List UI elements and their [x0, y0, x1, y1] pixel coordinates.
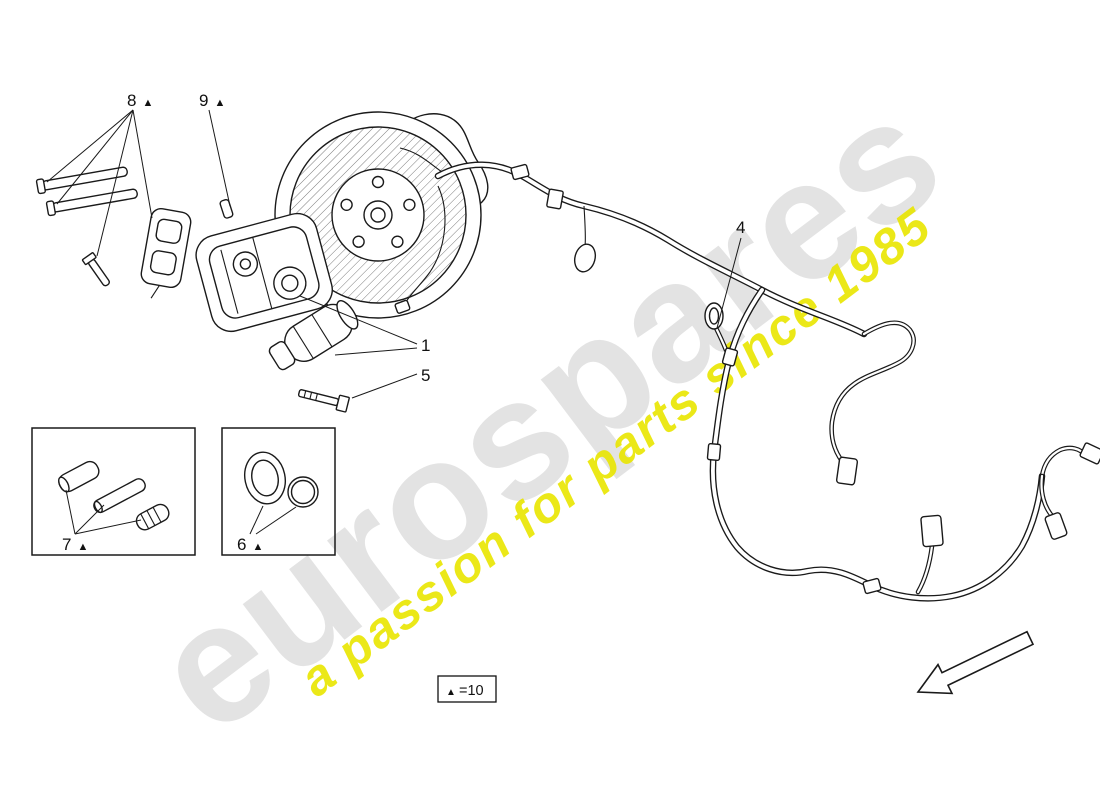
- sensor-wires-drawing: [394, 147, 446, 314]
- harness-clip: [706, 442, 722, 462]
- harness-connector: [835, 456, 859, 486]
- small-bolt-drawing: [81, 252, 110, 287]
- harness-clip: [721, 347, 739, 367]
- caliper-mount-pin: [219, 198, 234, 219]
- leader-lines: [46, 109, 742, 535]
- wiring-harness-drawing: [438, 164, 1100, 598]
- bracket-drawing: [140, 207, 192, 299]
- sensor-connector: [394, 299, 411, 314]
- callout-6[interactable]: 6▲: [237, 535, 263, 554]
- direction-arrow: [916, 630, 1035, 695]
- watermark-brand: eurospares: [120, 60, 974, 769]
- harness-connector: [573, 243, 597, 273]
- callout-7[interactable]: 7▲: [62, 535, 88, 554]
- bushing-drawing: [58, 460, 100, 493]
- callout-5[interactable]: 5: [421, 366, 430, 385]
- harness-connector: [546, 188, 564, 210]
- callout-1[interactable]: 1: [421, 336, 430, 355]
- harness-connector: [1044, 512, 1068, 540]
- legend-box: ▲ =10: [437, 675, 497, 703]
- harness-connector: [510, 163, 530, 181]
- detail-box-6: [221, 427, 336, 556]
- detail-box-7: [31, 427, 196, 556]
- harness-clip: [862, 577, 882, 595]
- legend-triangle-symbol: ▲: [446, 687, 456, 698]
- callout-8[interactable]: 8▲: [127, 91, 153, 110]
- o-ring-drawing: [287, 476, 319, 508]
- seal-drawing: [244, 451, 286, 505]
- guide-pins-drawing: [35, 166, 138, 287]
- callout-9[interactable]: 9▲: [199, 91, 225, 110]
- actuator-motor-drawing: [268, 300, 359, 371]
- harness-connector: [920, 514, 944, 548]
- guide-pin-drawing: [93, 478, 146, 514]
- harness-connector: [1079, 442, 1100, 465]
- callout-4[interactable]: 4: [736, 218, 745, 237]
- ribbed-bushing-drawing: [135, 503, 170, 531]
- legend-value: =10: [459, 683, 484, 699]
- mounting-bolt-drawing: [297, 389, 350, 413]
- caliper-drawing: [195, 212, 333, 333]
